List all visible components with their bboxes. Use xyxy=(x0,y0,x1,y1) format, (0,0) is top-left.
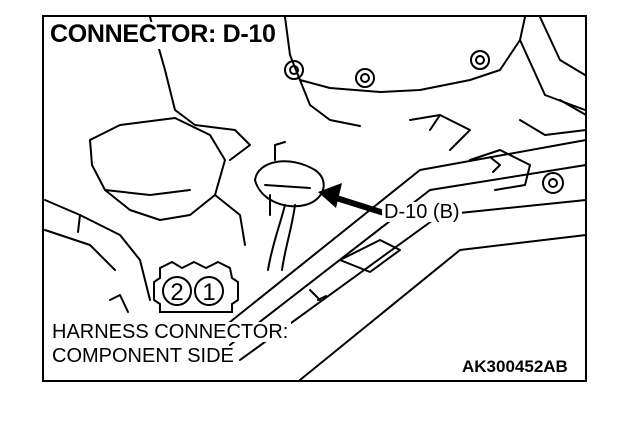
pin-2-label: 2 xyxy=(170,279,183,306)
drawing-code: AK300452AB xyxy=(460,357,570,376)
pin-1-circle xyxy=(194,276,224,306)
engine-compartment-drawing xyxy=(44,16,587,381)
callout-arrow xyxy=(318,183,385,216)
diagram-frame xyxy=(42,15,587,382)
pin-2-circle xyxy=(162,276,192,306)
pin-1-label: 1 xyxy=(202,279,215,306)
component-side-label: COMPONENT SIDE xyxy=(52,346,237,366)
harness-connector-face xyxy=(153,260,239,313)
connector-callout-label: D-10 (B) xyxy=(382,201,462,223)
connector-title: CONNECTOR: D-10 xyxy=(50,22,280,49)
harness-connector-label: HARNESS CONNECTOR: xyxy=(52,322,292,342)
